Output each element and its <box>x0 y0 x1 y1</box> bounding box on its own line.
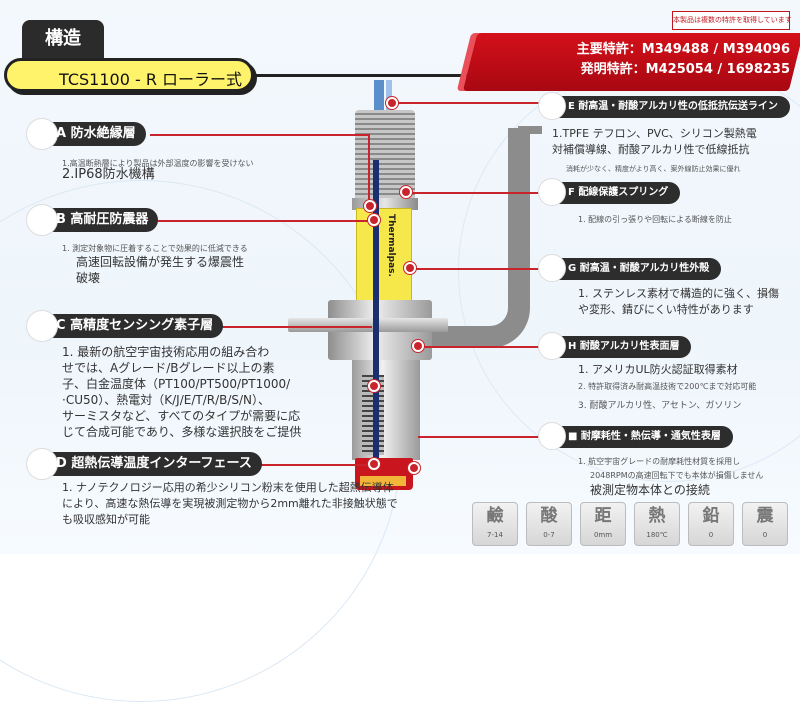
acid-glyph: 酸 <box>540 506 558 526</box>
bent-probe-cap <box>518 126 542 134</box>
callout-i-title: ■ 耐摩耗性・熱伝導・通気性表層 <box>568 431 721 442</box>
leader-f <box>410 192 544 194</box>
sensing-core <box>373 160 379 460</box>
callout-h: H 耐酸アルカリ性表面層 <box>538 332 692 360</box>
callout-c-title: C 高精度センシング素子層 <box>56 318 214 333</box>
lead-value: 0 <box>708 531 714 539</box>
mount-flange <box>288 318 448 332</box>
heat-value: 180℃ <box>646 531 668 539</box>
callout-b-text: 高速回転設備が発生する爆震性 破壊 <box>76 255 245 285</box>
pin-h <box>412 340 424 352</box>
callout-e: E 耐高温・耐酸アルカリ性の低抵抗伝送ライン <box>538 92 790 120</box>
callout-f-title: F 配線保護スプリング <box>568 187 669 198</box>
acid-value: 0-7 <box>543 531 555 539</box>
pin-a <box>364 200 376 212</box>
callout-e-note: 消耗が少なく、精度がより高く、案外線防止効果に優れ <box>566 165 741 173</box>
pin-g <box>404 262 416 274</box>
distance-icon: 距 0mm <box>580 502 626 546</box>
callout-g-title: G 耐高温・耐酸アルカリ性外殻 <box>568 263 710 274</box>
callout-h-dot <box>538 332 566 360</box>
leader-b <box>150 220 372 222</box>
pin-f <box>400 186 412 198</box>
invention-patent: 発明特許：M425054 / 1698235 <box>580 62 790 77</box>
callout-a-note: 1.高温断熱層により製品は外部温度の影響を受けない <box>62 159 254 168</box>
callout-c: C 高精度センシング素子層 <box>26 310 224 342</box>
leader-e <box>392 102 544 104</box>
callout-f-dot <box>538 178 566 206</box>
heat-glyph: 熱 <box>648 506 666 526</box>
callout-c-dot <box>26 310 58 342</box>
callout-i: ■ 耐摩耗性・熱伝導・通気性表層 <box>538 422 733 450</box>
callout-h-line2: 2. 特許取得済み耐高温技術で200℃まで対応可能 <box>578 382 757 391</box>
pin-e <box>386 97 398 109</box>
callout-a: A 防水絶縁層 <box>26 118 146 150</box>
callout-g-dot <box>538 254 566 282</box>
tip-contact <box>360 476 406 486</box>
callout-a-dot <box>26 118 58 150</box>
model-bar: TCS1100 - R ローラー式 <box>4 58 254 92</box>
vibration-glyph: 震 <box>756 506 774 526</box>
callout-d-text: 1. ナノテクノロジー応用の希少シリコン粉末を使用した超熱伝導体 により、高速な… <box>62 481 398 526</box>
callout-i-dot <box>538 422 566 450</box>
callout-g: G 耐高温・耐酸アルカリ性外殻 <box>538 254 722 282</box>
model-title: TCS1100 - R ローラー式 <box>59 70 243 89</box>
callout-d: D 超熱伝導温度インターフェース <box>26 448 262 480</box>
patent-note: 本製品は複数の特許を取得しています <box>672 11 792 30</box>
callout-d-dot <box>26 448 58 480</box>
callout-i-note1: 1. 航空宇宙グレードの耐摩耗性材質を採用し <box>578 457 741 466</box>
callout-e-dot <box>538 92 566 120</box>
alkali-value: 7-14 <box>487 531 503 539</box>
lead-glyph: 鉛 <box>702 506 720 526</box>
callout-e-title: E 耐高温・耐酸アルカリ性の低抵抗伝送ライン <box>568 101 778 112</box>
brand-label: Thermalpas. <box>386 214 396 277</box>
callout-e-text: 1.TPFE テフロン、PVC、シリコン製熱電 対補償導線、耐酸アルカリ性で低線… <box>552 127 757 156</box>
callout-h-line3: 3. 耐酸アルカリ性、アセトン、ガソリン <box>578 401 742 411</box>
alkali-icon: 鹼 7-14 <box>472 502 518 546</box>
leader-i <box>418 436 544 438</box>
leader-g <box>412 268 544 270</box>
callout-g-text: 1. ステンレス素材で構造的に強く、損傷 や変形、錆びにくい特性があります <box>578 287 779 316</box>
pin-d <box>368 458 380 470</box>
pin-c <box>368 380 380 392</box>
callout-a-title: A 防水絶縁層 <box>56 126 136 141</box>
heat-icon: 熱 180℃ <box>634 502 680 546</box>
callout-f: F 配線保護スプリング <box>538 178 681 206</box>
callout-h-title: H 耐酸アルカリ性表面層 <box>568 341 680 352</box>
callout-b-note: 1. 測定対象物に圧着することで効果的に低減できる <box>62 244 248 253</box>
callout-a-text: 2.IP68防水機構 <box>62 167 155 182</box>
bent-probe-arm <box>430 128 530 348</box>
pin-i <box>408 462 420 474</box>
leader-d <box>222 464 372 466</box>
patent-text: 主要特許：M349488 / M394096 発明特許：M425054 / 16… <box>545 40 790 80</box>
distance-value: 0mm <box>593 531 613 539</box>
callout-i-text: 被測定物本体との接続 <box>590 483 710 497</box>
acid-icon: 酸 0-7 <box>526 502 572 546</box>
callout-d-title: D 超熱伝導温度インターフェース <box>56 456 252 471</box>
vibration-value: 0 <box>762 531 768 539</box>
callout-i-note2: 2048RPMの高速回転下でも本体が損傷しません <box>590 471 764 480</box>
leader-h <box>420 346 544 348</box>
callout-b-title: B 高耐圧防震器 <box>56 212 149 227</box>
yellow-sleeve <box>356 208 412 308</box>
leader-a <box>150 134 370 136</box>
callout-f-text: 1. 配線の引っ張りや回転による断線を防止 <box>578 215 732 224</box>
callout-h-line1: 1. アメリカUL防火認証取得素材 <box>578 363 738 376</box>
alkali-glyph: 鹼 <box>486 506 504 526</box>
leader-a-v <box>368 134 370 206</box>
pin-b <box>368 214 380 226</box>
distance-glyph: 距 <box>594 506 612 526</box>
section-tab: 構造 <box>22 20 104 58</box>
callout-c-text: 1. 最新の航空宇宙技術応用の組み合わ せでは、Aグレード/Bグレード以上の素 … <box>62 345 302 439</box>
header-rule <box>240 74 470 77</box>
callout-b-dot <box>26 204 58 236</box>
main-patent: 主要特許：M349488 / M394096 <box>576 42 790 57</box>
callout-b: B 高耐圧防震器 <box>26 204 159 236</box>
leader-c <box>196 326 372 328</box>
